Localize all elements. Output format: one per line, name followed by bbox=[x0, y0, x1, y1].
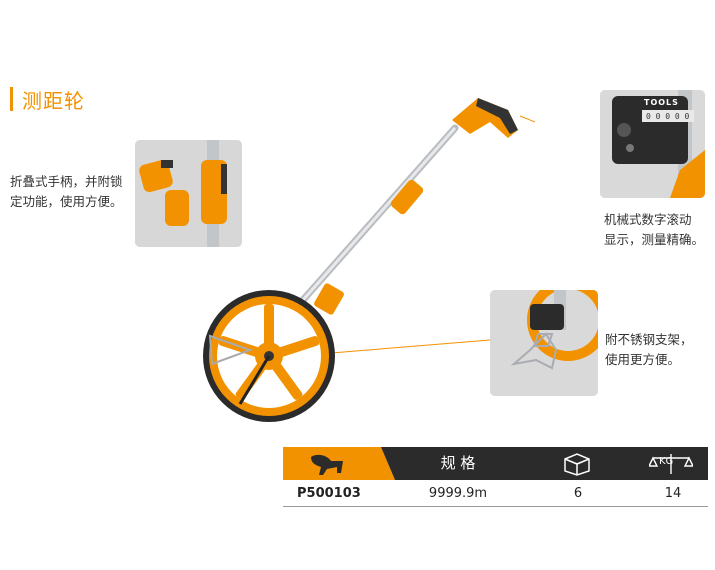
counter-caption-line-1: 机械式数字滚动 bbox=[604, 212, 692, 227]
stand-caption-line-2: 使用更方便。 bbox=[605, 352, 681, 367]
handle-detail-image bbox=[135, 140, 242, 247]
weight-unit-label: KG bbox=[659, 456, 674, 467]
brand-lion-icon bbox=[311, 454, 343, 475]
page-title: 测距轮 bbox=[22, 89, 85, 113]
counter-brand-label: TOOLS bbox=[644, 98, 679, 107]
table-bottom-divider bbox=[283, 506, 708, 507]
svg-text:0 0 0 0 0: 0 0 0 0 0 bbox=[646, 112, 690, 121]
measuring-wheel-image bbox=[190, 98, 535, 422]
scale-icon bbox=[649, 454, 693, 474]
counter-caption-line-2: 显示，测量精确。 bbox=[604, 232, 705, 247]
counter-detail-image: 0 0 0 0 0 bbox=[600, 90, 705, 198]
spec-column-header: 规 格 bbox=[440, 454, 476, 472]
spec-table-row: P500103 9999.9m 6 14 bbox=[283, 483, 708, 505]
handle-detail-inset bbox=[135, 140, 242, 247]
handle-caption-line-2: 定功能，使用方便。 bbox=[10, 194, 123, 209]
spec-table-header: 规 格 KG bbox=[283, 447, 708, 480]
box-qty-cell: 6 bbox=[573, 486, 583, 501]
stand-caption-line-1: 附不锈钢支架， bbox=[605, 332, 693, 347]
stand-detail-inset bbox=[490, 290, 598, 396]
spec-cell: 9999.9m bbox=[428, 486, 488, 501]
box-icon bbox=[564, 453, 590, 476]
handle-caption-line-1: 折叠式手柄，并附锁 bbox=[10, 174, 123, 189]
handle-caption: 折叠式手柄，并附锁 定功能，使用方便。 bbox=[10, 172, 123, 212]
stand-caption: 附不锈钢支架， 使用更方便。 bbox=[605, 330, 693, 370]
counter-detail-inset: 0 0 0 0 0 TOOLS bbox=[600, 90, 705, 198]
stand-detail-image bbox=[490, 290, 598, 396]
model-cell: P500103 bbox=[297, 486, 361, 501]
title-accent-bar bbox=[10, 87, 13, 111]
weight-cell: 14 bbox=[664, 486, 682, 501]
counter-caption: 机械式数字滚动 显示，测量精确。 bbox=[604, 210, 704, 250]
